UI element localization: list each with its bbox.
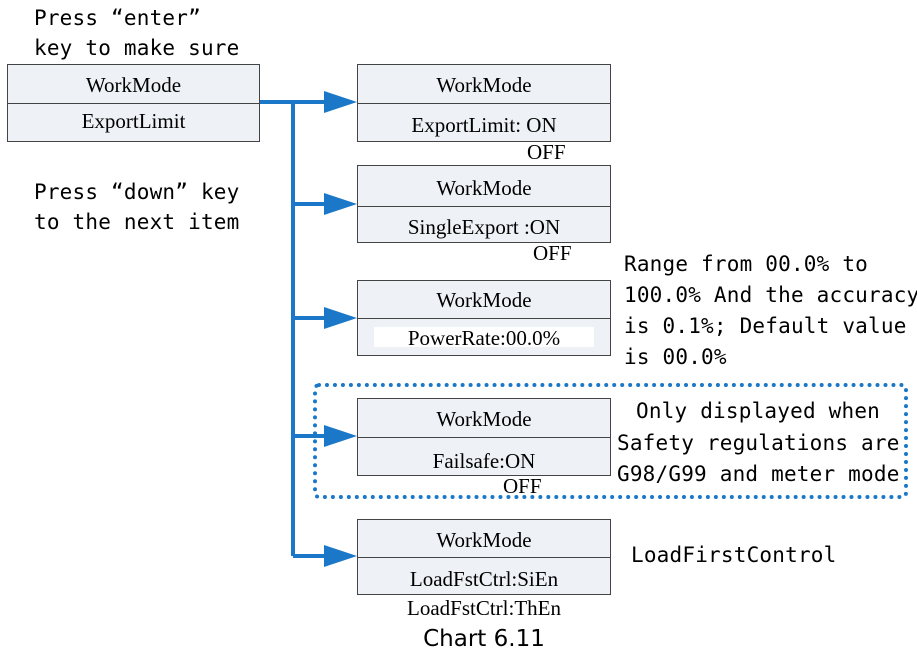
load-first-control-note: LoadFirstControl (631, 543, 837, 567)
menu-box-divider (358, 318, 610, 319)
arrow-head-2 (324, 193, 357, 215)
menu-box-divider (358, 557, 610, 558)
conditional-item-frame (313, 383, 908, 499)
menu-box-export-limit: WorkMode ExportLimit: ON (357, 64, 611, 142)
arrow-head-4 (324, 425, 357, 447)
menu-box-divider (358, 206, 610, 207)
failsafe-alt-value: OFF (503, 474, 542, 498)
export-limit-value: ExportLimit: ON (411, 113, 557, 137)
enter-note-line1: Press “enter” (34, 6, 201, 30)
menu-box-failsafe: WorkMode Failsafe:ON (357, 398, 611, 476)
arrow-head-1 (324, 91, 357, 113)
menu-box-title: WorkMode (436, 73, 532, 97)
menu-box-title: WorkMode (436, 528, 532, 552)
menu-box-title: WorkMode (436, 407, 532, 431)
enter-note-line2: key to make sure (34, 36, 240, 60)
down-note-line2: to the next item (34, 210, 240, 234)
menu-box-single-export: WorkMode SingleExport :ON (357, 165, 611, 243)
arrow-head-3 (324, 307, 357, 329)
source-box-value: ExportLimit (81, 109, 186, 133)
menu-box-divider (358, 103, 610, 104)
failsafe-note-line3: G98/G99 and meter mode (617, 462, 900, 486)
single-export-value: SingleExport :ON (407, 215, 561, 239)
down-note-line1: Press “down” key (34, 180, 240, 204)
power-rate-note-line4: is 00.0% (624, 345, 727, 369)
single-export-alt-value: OFF (533, 241, 572, 265)
export-limit-alt-value: OFF (527, 140, 566, 164)
chart-caption: Chart 6.11 (423, 626, 545, 652)
load-first-control-value: LoadFstCtrl:SiEn (409, 567, 559, 591)
failsafe-value: Failsafe:ON (432, 449, 536, 473)
arrow-head-5 (324, 545, 357, 567)
power-rate-note-line3: is 0.1%; Default value (624, 314, 907, 338)
menu-box-load-first-control: WorkMode LoadFstCtrl:SiEn (357, 519, 611, 595)
power-rate-value: PowerRate:00.0% (407, 326, 561, 350)
failsafe-note-line1: Only displayed when (636, 399, 881, 423)
load-first-control-alt-value: LoadFstCtrl:ThEn (407, 596, 561, 620)
failsafe-note-line2: Safety regulations are (617, 431, 900, 455)
menu-box-power-rate: WorkMode PowerRate:00.0% (357, 280, 611, 356)
source-box-divider (8, 103, 259, 104)
value-highlight-strip (374, 327, 594, 347)
power-rate-note-line1: Range from 00.0% to (624, 252, 869, 276)
menu-box-title: WorkMode (436, 288, 532, 312)
power-rate-note-line2: 100.0% And the accuracy (624, 283, 917, 307)
source-menu-box: WorkMode ExportLimit (7, 64, 260, 142)
menu-box-title: WorkMode (436, 176, 532, 200)
menu-box-divider (358, 437, 610, 438)
source-box-title: WorkMode (85, 73, 182, 97)
